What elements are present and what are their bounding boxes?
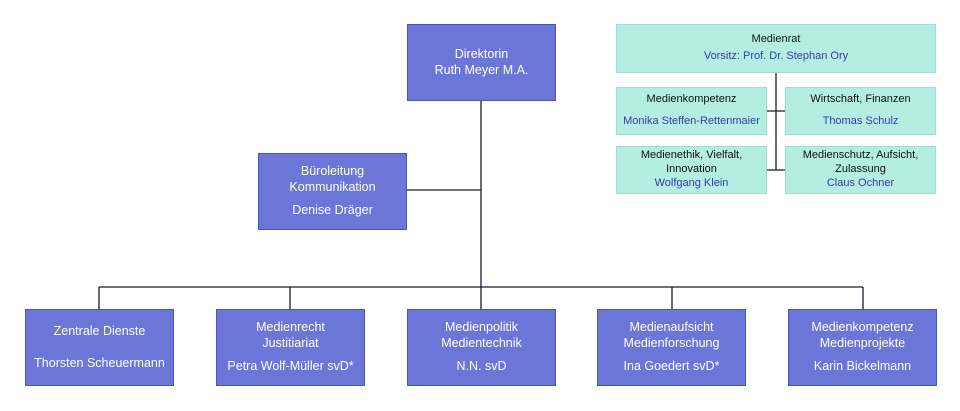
office-line2: Kommunikation — [289, 179, 376, 194]
department-line2: Medienforschung — [623, 335, 720, 350]
committee-box-1: Medienkompetenz Monika Steffen-Rettenmai… — [616, 87, 767, 135]
department-box-3: Medienpolitik Medientechnik N.N. svD — [407, 309, 556, 386]
department-name: Thorsten Scheuermann — [34, 355, 165, 370]
committee-line2: Innovation — [666, 163, 717, 176]
office-line1: Büroleitung — [300, 164, 365, 179]
director-title: Direktorin — [454, 46, 509, 61]
committee-name: Wolfgang Klein — [654, 176, 729, 189]
department-box-4: Medienaufsicht Medienforschung Ina Goede… — [597, 309, 746, 386]
department-name: Ina Goedert svD* — [623, 359, 720, 374]
department-box-1: Zentrale Dienste Thorsten Scheuermann — [25, 309, 174, 386]
department-line1: Medienrecht — [256, 320, 325, 335]
committee-name: Thomas Schulz — [822, 115, 899, 127]
director-box: Direktorin Ruth Meyer M.A. — [407, 24, 556, 101]
committee-box-3: Medienethik, Vielfalt, Innovation Wolfga… — [616, 146, 767, 194]
office-name: Denise Dräger — [292, 203, 373, 218]
committee-line1: Medienethik, Vielfalt, — [640, 149, 743, 162]
director-name: Ruth Meyer M.A. — [434, 62, 529, 77]
department-box-2: Medienrecht Justitiariat Petra Wolf-Müll… — [216, 309, 365, 386]
committee-name: Claus Ochner — [826, 176, 895, 189]
council-chair: Vorsitz: Prof. Dr. Stephan Ory — [703, 50, 849, 62]
office-box: Büroleitung Kommunikation Denise Dräger — [258, 153, 407, 230]
committee-line1: Medienschutz, Aufsicht, — [802, 149, 919, 162]
department-line2: Medienprojekte — [819, 335, 906, 350]
department-box-5: Medienkompetenz Medienprojekte Karin Bic… — [788, 309, 937, 386]
committee-box-4: Medienschutz, Aufsicht, Zulassung Claus … — [785, 146, 936, 194]
department-name: Karin Bickelmann — [813, 359, 912, 374]
department-line2: Justitiariat — [262, 335, 319, 350]
committee-name: Monika Steffen-Rettenmaier — [623, 115, 760, 127]
committee-line1: Medienkompetenz — [646, 93, 737, 106]
media-council-box: Medienrat Vorsitz: Prof. Dr. Stephan Ory — [616, 24, 936, 73]
committee-line2: Zulassung — [835, 163, 886, 176]
department-line2: Medientechnik — [441, 335, 522, 350]
council-title: Medienrat — [751, 33, 801, 46]
department-line1: Medienkompetenz — [811, 320, 914, 335]
department-name: Petra Wolf-Müller svD* — [227, 359, 354, 374]
department-line1: Medienpolitik — [445, 320, 518, 335]
department-line1: Zentrale Dienste — [53, 323, 146, 338]
committee-line1: Wirtschaft, Finanzen — [810, 93, 911, 106]
department-line1: Medienaufsicht — [629, 320, 714, 335]
department-name: N.N. svD — [456, 359, 507, 374]
committee-box-2: Wirtschaft, Finanzen Thomas Schulz — [785, 87, 936, 135]
